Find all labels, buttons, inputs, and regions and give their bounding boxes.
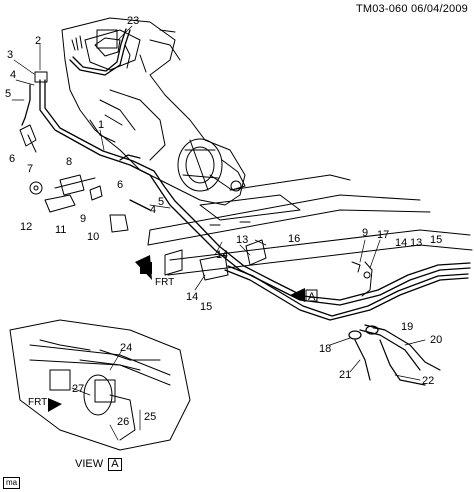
frame-rails [147, 174, 473, 276]
callout-25: 25 [144, 411, 156, 423]
callout-13b: 13 [410, 237, 422, 249]
callout-21: 21 [339, 369, 351, 381]
callout-6: 6 [9, 153, 15, 165]
callout-9: 9 [80, 213, 86, 225]
callout-24: 24 [120, 342, 132, 354]
view-a-marker-letter: A [308, 291, 316, 303]
callout-14b: 14 [186, 291, 198, 303]
callout-18: 18 [319, 343, 331, 355]
callout-20: 20 [430, 334, 442, 346]
view-a-arrow [290, 288, 305, 302]
callout-22: 22 [422, 375, 434, 387]
cooler-mount-detail [9, 319, 191, 451]
drawing-date: 06/04/2009 [410, 3, 468, 15]
callout-23: 23 [127, 15, 139, 27]
fittings [19, 71, 373, 297]
callout-1: 1 [98, 119, 104, 131]
callout-10: 10 [87, 231, 99, 243]
callout-5b: 5 [158, 196, 164, 208]
view-a-caption: VIEW A [75, 458, 122, 471]
callout-3: 3 [7, 49, 13, 61]
callout-26: 26 [117, 416, 129, 428]
callout-11: 11 [55, 224, 66, 236]
view-a-marker-box [305, 289, 318, 302]
view-word: VIEW [75, 458, 104, 470]
author-stamp: ma [3, 477, 21, 489]
callout-6b: 6 [117, 179, 123, 191]
callout-27: 27 [72, 383, 84, 395]
callout-15: 15 [200, 301, 212, 313]
front-arrow-lower [48, 398, 62, 412]
callout-15b: 15 [430, 234, 442, 246]
callout-5: 5 [5, 88, 11, 100]
callout-4: 4 [10, 69, 16, 81]
callout-4b: 4 [150, 204, 156, 216]
callout-numbers: 1 2 3 4 4 5 5 6 6 7 8 9 9 10 11 12 13 13… [5, 15, 442, 428]
callout-16: 16 [288, 233, 300, 245]
drawing-reference: TM03-060 06/04/2009 [356, 3, 468, 15]
callout-9b: 9 [362, 227, 368, 239]
view-letter-box: A [108, 458, 122, 471]
drawing-code: TM03-060 [355, 3, 408, 15]
callout-19: 19 [401, 321, 413, 333]
cooler-lines [21, 28, 471, 321]
transmission-assembly [61, 17, 246, 206]
leader-lines [11, 25, 426, 441]
callout-7: 7 [27, 163, 33, 175]
callout-14: 14 [216, 249, 228, 261]
front-arrow-upper [135, 255, 152, 280]
callout-8: 8 [66, 156, 72, 168]
callout-13: 13 [236, 234, 248, 246]
front-label-lower: FRT [28, 397, 47, 408]
callout-17: 17 [377, 229, 389, 241]
callout-12: 12 [20, 221, 32, 233]
view-a-detail [348, 324, 441, 386]
callout-2: 2 [35, 35, 41, 47]
callout-14c: 14 [395, 237, 407, 249]
front-label-upper: FRT [155, 277, 174, 288]
